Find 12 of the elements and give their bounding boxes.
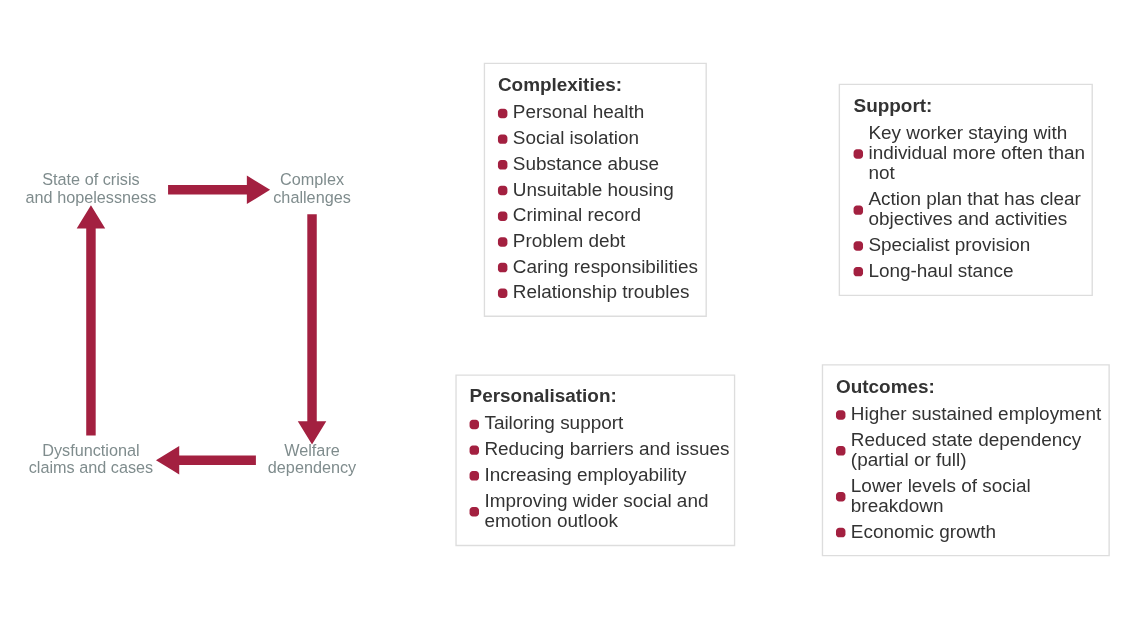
node-text: Complex challenges <box>273 170 351 206</box>
arrow <box>297 214 327 445</box>
node-text: State of crisis and hopelessness <box>25 170 157 206</box>
node-box: Personalisation: Tailoring support Reducing barriers and issues Increasing employability Improving wider social and emotion outlook <box>455 374 736 547</box>
arrow <box>168 175 271 205</box>
arrow <box>76 205 106 436</box>
node-box: Support: Key worker staying with individual more often than not Action plan that has clear objectives and activities Specialist provision Long-haul stance <box>838 83 1093 296</box>
node-text: Dysfunctional claims and cases <box>28 440 154 477</box>
node-box: Outcomes: Higher sustained employment Reduced state dependency (partial or full) Lower levels of social breakdown Economic growth <box>821 364 1110 557</box>
arrow <box>155 446 256 475</box>
node-text: Welfare dependency <box>267 440 357 477</box>
node-box: Complexities: Personal health Social isolation Substance abuse Unsuitable housing Criminal record Problem debt Caring responsibilities Relationship troubles <box>483 62 707 317</box>
